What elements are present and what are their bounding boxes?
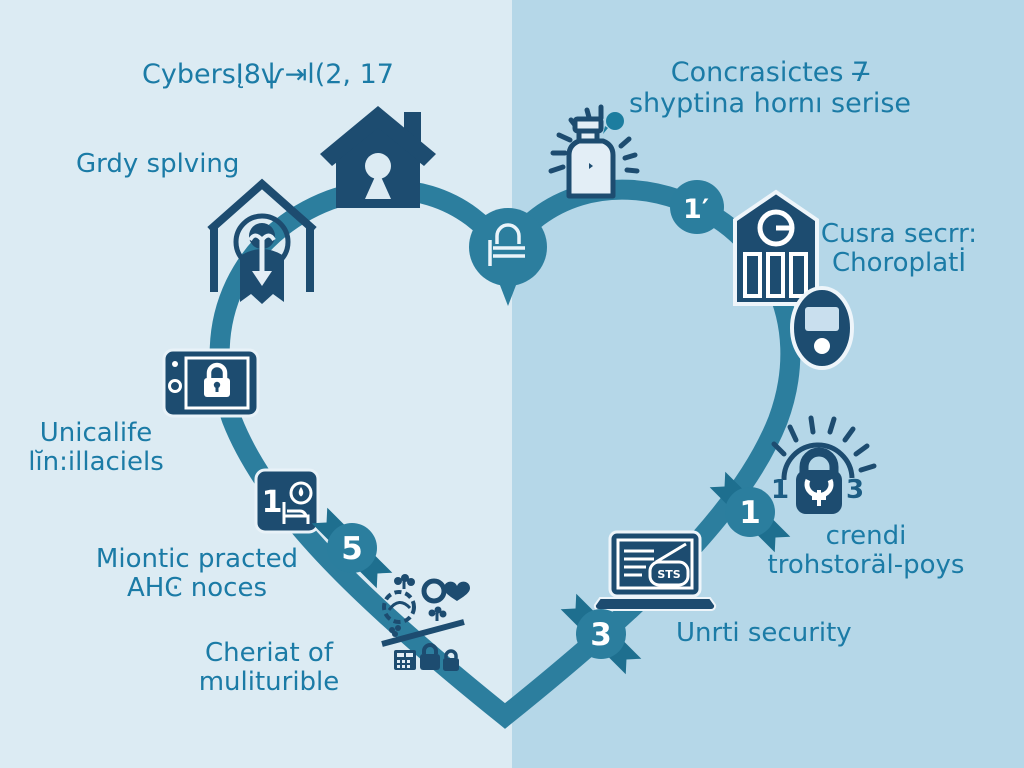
label-miontic: Miontic practed AHϾ noces: [95, 544, 299, 604]
bed-glyph-icon: [282, 502, 310, 524]
badge-3-number: 3: [590, 617, 612, 653]
label-unicalife-line2: lĭn:illaciels: [28, 447, 164, 478]
bottle-icon: [566, 116, 616, 199]
slash-line-icon: [381, 619, 465, 647]
label-unrti-text: Unrti security: [676, 618, 852, 648]
keyhole-icon: [365, 153, 391, 179]
label-unicalife-line1: Unicalife: [39, 418, 153, 448]
lock-right-number: 3: [846, 475, 864, 505]
badge-1-prime-number: 1′: [683, 194, 709, 225]
label-crendi-line2: trohstoräl-poys: [767, 550, 965, 581]
title-left-text: CybersĮ8ѱ⇥l(2, 17: [142, 59, 394, 90]
label-cheriat-line1: Cheriat of: [205, 638, 333, 668]
ring-icon: [421, 578, 447, 604]
title-left: CybersĮ8ѱ⇥l(2, 17: [142, 59, 394, 91]
label-miontic-line2: AHϾ noces: [127, 573, 267, 604]
female-symbol-icon: [812, 490, 826, 506]
money-tag-icon: [648, 560, 690, 587]
laptop-tag-text: STS: [657, 568, 680, 581]
bed-number-icon: 1: [254, 468, 320, 534]
circle-badge-1-prime: 1′: [670, 180, 724, 234]
house-keyhole-icon: [320, 106, 436, 208]
speech-blob-icon: [606, 112, 624, 130]
tablet-lock-icon: [162, 348, 260, 418]
calculator-icon: [394, 650, 416, 670]
label-miontic-line1: Miontic practed: [95, 544, 299, 574]
tulip-icon: [394, 574, 415, 589]
small-flower-icon: [389, 625, 401, 637]
sunburst-rays-icon: [771, 415, 877, 473]
alert-bottle-icon: [548, 104, 640, 199]
masked-head-icon: [790, 286, 854, 370]
laptop-document-icon: STS: [593, 530, 717, 611]
label-crendi: crendi trohstoräl-poys: [767, 521, 965, 581]
document-lines-icon: [624, 549, 654, 577]
title-right-line2: shyptina hornı serise: [628, 87, 912, 119]
scribble-circle-icon: [382, 590, 416, 624]
label-cusra: Cusra secrr: Choroplatİ: [820, 219, 978, 279]
small-lock-icon: [443, 649, 459, 671]
ribbon-badge-3: 3: [560, 593, 642, 675]
pencil-icon: [655, 542, 687, 564]
label-unicalife: Unicalife lĭn:illaciels: [28, 418, 164, 478]
bank-building-icon: [733, 189, 819, 306]
label-cusra-line1: Cusra secrr:: [820, 219, 978, 249]
badge-1-number: 1: [739, 495, 761, 531]
bed-number: 1: [262, 485, 283, 520]
lock-left-number: 1: [771, 475, 789, 505]
ribbon-badge-5: 5: [311, 507, 393, 589]
small-lock-icon: [420, 643, 440, 670]
label-grdy-text: Grdy splving: [76, 149, 240, 179]
droplet-icon: [298, 487, 304, 497]
columns-icon: [743, 252, 808, 298]
title-right-line1: Concrasictes 7̶: [670, 57, 870, 88]
person-under-roof-icon: [207, 178, 317, 304]
label-crendi-line1: crendi: [825, 521, 907, 551]
label-grdy: Grdy splving: [76, 149, 240, 179]
clock-icon: [757, 209, 795, 247]
down-arrow-icon: [248, 233, 276, 286]
center-bed-circle-icon: [469, 208, 547, 306]
doodle-cluster: [381, 574, 470, 671]
lock-person-icon: 1 3: [771, 415, 877, 514]
label-unrti: Unrti security: [676, 618, 852, 648]
label-cheriat: Cheriat of muliturible: [198, 638, 340, 698]
visor-icon: [805, 307, 839, 331]
tulip-icon: [428, 606, 447, 621]
title-right: Concrasictes 7̶ shyptina hornı serise: [628, 57, 912, 119]
label-cheriat-line2: muliturible: [198, 667, 340, 698]
label-cusra-line2: Choroplatİ: [831, 248, 967, 279]
heart-icon: [444, 581, 470, 601]
bed-icon: [488, 223, 525, 266]
badge-5-number: 5: [341, 531, 363, 567]
ribbon-badge-1: 1: [709, 471, 791, 553]
lock-icon: [204, 362, 230, 397]
